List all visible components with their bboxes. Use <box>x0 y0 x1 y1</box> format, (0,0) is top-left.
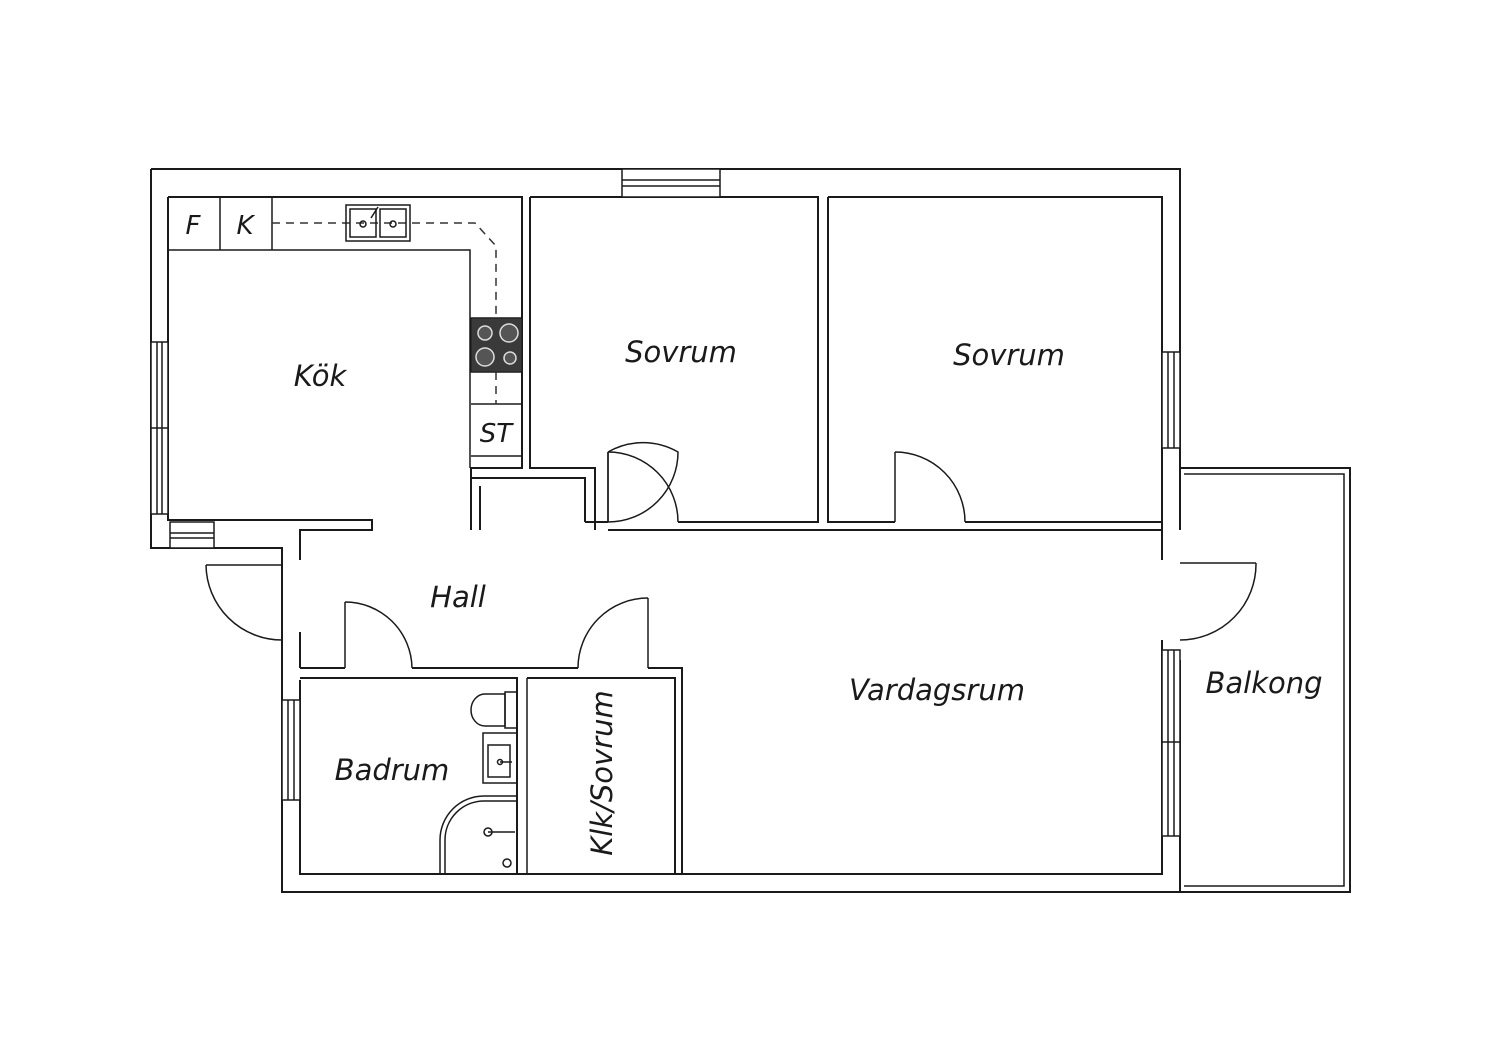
washbasin-icon <box>482 732 518 784</box>
closet <box>471 477 596 530</box>
stove-icon <box>470 317 523 373</box>
room-label-badrum: Badrum <box>335 753 450 787</box>
freezer-label: K <box>236 211 255 241</box>
toilet-icon <box>470 691 518 729</box>
sink-icon <box>345 204 411 242</box>
shower-icon <box>439 795 517 874</box>
storage-label: ST <box>480 419 515 449</box>
bedroom-walls <box>529 196 1163 531</box>
fridge-label: F <box>186 211 202 241</box>
doors <box>205 441 1257 669</box>
windows <box>150 168 1181 837</box>
room-label-klk-sovrum: Klk/Sovrum <box>585 690 619 856</box>
room-label-sovrum-1: Sovrum <box>625 335 737 369</box>
balcony <box>1180 467 1351 893</box>
room-label-hall: Hall <box>430 580 486 614</box>
room-label-kok: Kök <box>294 359 348 393</box>
kitchen: F K ST <box>168 196 523 530</box>
room-label-sovrum-2: Sovrum <box>953 338 1065 372</box>
room-label-vardagsrum: Vardagsrum <box>849 673 1025 707</box>
room-label-balkong: Balkong <box>1205 666 1322 700</box>
